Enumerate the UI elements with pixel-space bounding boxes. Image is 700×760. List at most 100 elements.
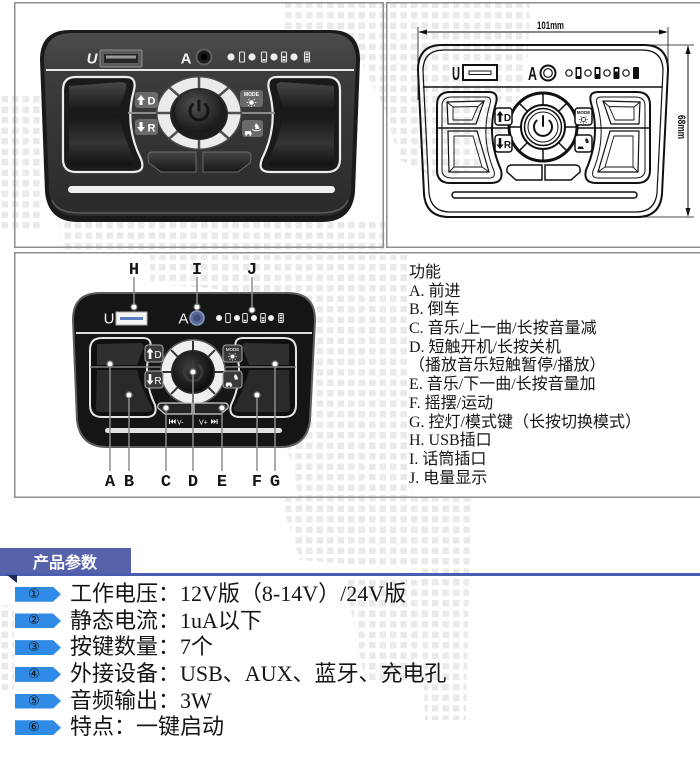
function-item-c: C. 音乐/上一曲/长按音量减 [409,320,597,338]
callout-b: B [124,473,134,492]
upper-key [446,100,485,125]
usb-port-icon [462,64,498,81]
function-list: 功能 A. 前进 B. 倒车 C. 音乐/上一曲/长按音量减 D. 短触开机/长… [409,264,641,488]
number-badge: ③ [15,640,61,656]
svg-text:R: R [504,140,512,151]
svg-text:D: D [504,113,511,124]
lower-key [69,116,135,166]
spec-item: ⑥ 特点：一键启动 [0,714,700,741]
arrowhead-icon [685,45,691,54]
function-item-d: D. 短触开机/长按关机 [409,338,562,356]
function-list-title: 功能 [409,264,442,281]
aux-jack-icon [189,310,205,326]
usb-label: U [87,51,99,68]
usb-label: U [452,64,460,84]
number-badge: ⑥ [15,720,61,736]
left-button-cluster [61,75,144,174]
spec-text: 特点：一键启动 [70,714,225,740]
next-track-icon [211,419,218,424]
sun-icon [579,116,588,124]
section-header-title: 产品参数 [33,553,98,572]
usb-port-icon [115,311,148,326]
spec-text: 静态电流：1uA以下 [70,607,262,633]
labeled-diagram: U A [71,261,317,492]
light-bar [68,186,335,193]
upper-key [97,343,144,365]
function-item-i: I. 话筒插口 [409,450,487,468]
device-edge-highlight [51,199,349,214]
forward-icon: D [135,92,158,108]
volume-up-label: V+ [199,420,208,427]
arrowhead-icon [418,29,427,35]
spec-text: 音频输出：3W [70,687,212,713]
forward-arrow-icon [496,111,504,122]
number-badge: ⑤ [15,693,61,709]
rocking-horse-car-icon: ♞ [222,370,243,389]
next-track-button [544,164,581,181]
right-button-cluster [584,91,651,184]
callout-e: E [217,473,227,492]
number-badge: ① [15,586,61,602]
function-item-b: B. 倒车 [409,301,460,319]
width-dimension-label: 101mm [537,20,564,32]
callout-h: H [129,261,139,280]
usb-port-icon [99,49,143,68]
reverse-arrow-icon [137,122,145,132]
spec-item: ① 工作电压：12V版（8-14V）/24V版 [0,581,700,608]
callout-a: A [105,473,116,492]
arrowhead-icon [659,29,668,35]
forward-icon: D [144,344,164,363]
forward-icon: D [494,107,513,126]
number-badge: ② [15,613,61,629]
callout-labels: H I J A B C D E F G [105,261,280,492]
mode-light-icon: MODE [574,107,593,126]
function-item-a: A. 前进 [409,282,461,300]
section-header-fold [7,575,17,583]
product-photo: U A [40,30,360,222]
sun-icon [228,353,237,361]
svg-text:D: D [148,96,156,108]
previous-track-icon [169,419,176,424]
upper-key [69,82,127,111]
aux-label: A [178,311,188,328]
power-button [171,90,227,140]
function-diagram-panel: U A [14,252,700,498]
height-dimension-label: 68mm [675,115,687,139]
previous-track-button [147,151,197,173]
reverse-icon: R [494,134,513,153]
next-track-button [202,151,252,173]
callout-j: J [247,261,257,280]
sun-icon [246,98,257,107]
power-button [523,107,563,147]
callout-f: F [252,473,262,492]
aux-jack-icon [195,48,213,66]
rocking-horse-car-icon: ♞ [574,134,593,153]
svg-text:R: R [148,123,156,135]
svg-text:D: D [154,350,161,361]
svg-text:MODE: MODE [577,110,591,115]
product-photo-panel: U A [14,2,384,248]
dimension-drawing: 101mm 68mm U A [416,20,694,218]
light-bar [451,191,638,199]
svg-text:MODE: MODE [226,347,240,352]
arrowhead-icon [685,208,691,217]
section-header-tab [0,548,131,574]
battery-level-icon [216,313,284,323]
aux-label: A [528,64,537,84]
reverse-arrow-icon [496,138,504,149]
svg-text:R: R [154,376,161,387]
function-item-f: F. 摇摆/运动 [409,394,494,412]
svg-text:♞: ♞ [253,122,260,131]
callout-i: I [192,261,202,280]
callout-c: C [161,473,171,492]
mode-light-icon: MODE [222,344,243,363]
forward-arrow-icon [137,95,145,105]
aux-jack-icon [539,64,557,82]
aux-label: A [181,51,192,68]
svg-text:♞: ♞ [584,138,590,145]
spec-item: ③ 按键数量：7个 [0,634,700,661]
spec-item: ④ 外接设备：USB、AUX、蓝牙、充电孔 [0,661,700,688]
power-icon [533,115,553,137]
power-icon [188,99,210,122]
rocking-horse-car-icon: ♞ [242,120,263,137]
